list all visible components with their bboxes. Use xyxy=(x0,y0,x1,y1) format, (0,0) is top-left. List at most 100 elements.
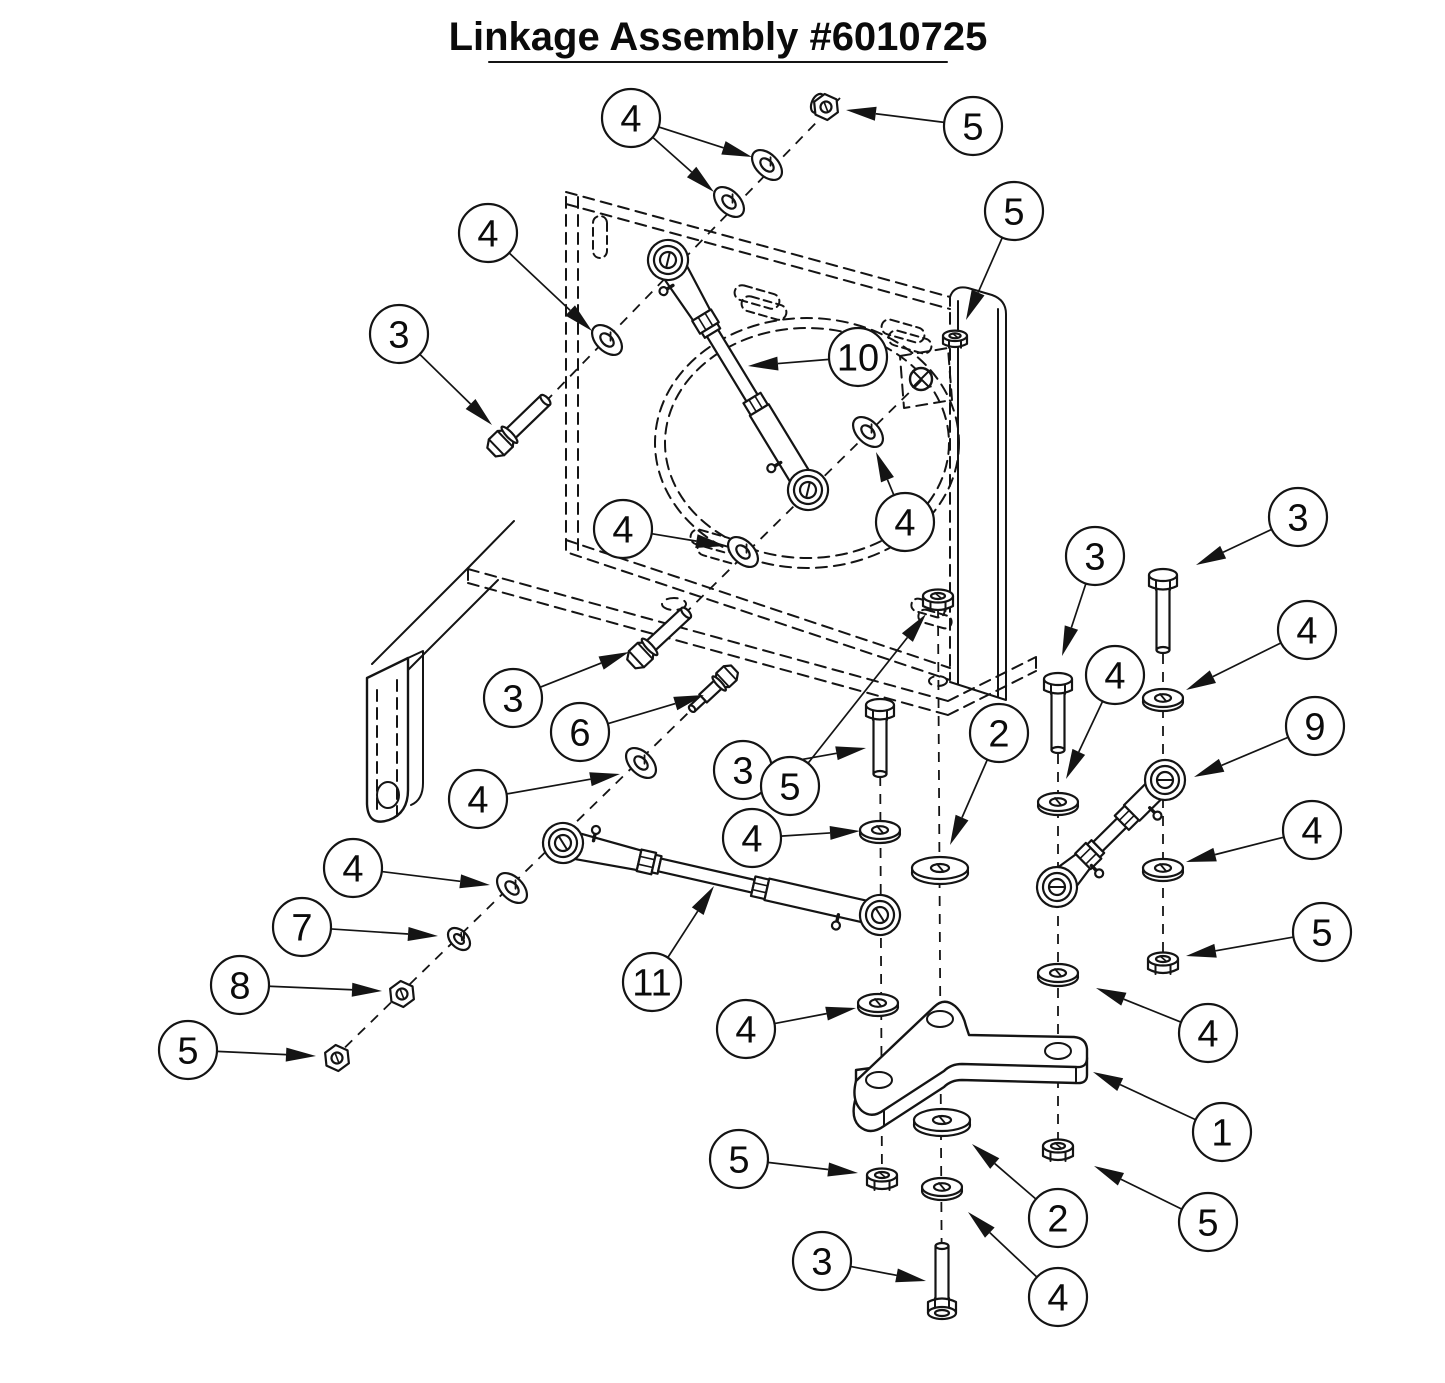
balloon-number: 4 xyxy=(612,510,633,552)
hex-bolt-item-3 xyxy=(486,393,552,458)
balloon-circle xyxy=(1281,799,1343,861)
balloon-item-4: 4 xyxy=(1281,799,1343,861)
grease-fitting xyxy=(830,920,842,931)
balloon-item-4: 4 xyxy=(322,837,384,899)
balloon-number: 11 xyxy=(632,963,671,1005)
leader-line xyxy=(506,778,591,795)
mount-plate-edge xyxy=(565,539,951,669)
leader-arrowhead xyxy=(351,982,382,997)
balloon-number: 3 xyxy=(502,679,523,721)
balloon-item-3: 3 xyxy=(368,303,430,365)
l-plate-hole xyxy=(1044,1042,1072,1060)
plate-slot xyxy=(592,215,608,259)
plate-slot xyxy=(733,284,781,310)
hex-nut-item-5 xyxy=(921,588,955,612)
leader-arrowhead xyxy=(598,652,629,670)
leader-arrowhead xyxy=(1062,625,1079,656)
leader-arrowhead xyxy=(1186,847,1217,862)
washer-item-4 xyxy=(495,871,529,905)
balloon-number: 2 xyxy=(988,714,1009,756)
leader-arrowhead xyxy=(1196,545,1227,565)
balloon-number: 4 xyxy=(894,503,915,545)
balloon-number: 5 xyxy=(1311,913,1332,955)
balloon-circle xyxy=(1267,486,1329,548)
leader-line xyxy=(777,358,830,365)
balloon-circle xyxy=(1191,1101,1253,1163)
balloon-number: 3 xyxy=(811,1242,832,1284)
leader-line xyxy=(419,353,472,405)
leader-arrowhead xyxy=(968,1212,995,1238)
balloon-item-1: 1 xyxy=(1191,1101,1253,1163)
receiver-side xyxy=(407,650,424,806)
balloon-circle xyxy=(968,702,1030,764)
leader-line xyxy=(850,1265,897,1277)
washer-item-4 xyxy=(851,415,885,449)
base-plate xyxy=(467,582,949,716)
leader-line xyxy=(1078,700,1104,753)
leader-arrowhead xyxy=(1186,670,1216,690)
leader-arrowhead xyxy=(895,1268,926,1283)
balloon-item-3: 3 xyxy=(482,667,544,729)
leader-arrowhead xyxy=(1096,988,1127,1006)
leader-line xyxy=(381,870,461,883)
washer-item-4 xyxy=(624,746,658,780)
balloon-item-4: 4 xyxy=(600,87,662,149)
hex-bolt-item-3 xyxy=(864,697,896,779)
balloon-item-4: 4 xyxy=(1027,1266,1089,1328)
balloon-number: 4 xyxy=(1047,1278,1068,1320)
leader-arrowhead xyxy=(846,106,877,121)
mount-plate-face xyxy=(565,191,951,681)
l-plate-hole xyxy=(865,1071,893,1089)
leader-line xyxy=(607,702,676,725)
balloon-circle xyxy=(1276,599,1338,661)
balloon-number: 9 xyxy=(1304,707,1325,749)
leader-arrowhead xyxy=(1093,1072,1124,1091)
shoulder-bolt-item-6 xyxy=(687,664,740,714)
leader-arrowhead xyxy=(827,1162,858,1177)
balloon-number: 3 xyxy=(388,315,409,357)
leader-arrowhead xyxy=(901,614,926,642)
balloon-item-5: 5 xyxy=(759,755,821,817)
leader-line xyxy=(651,532,697,542)
balloon-circle xyxy=(271,896,333,958)
leader-line xyxy=(977,237,1004,293)
hex-nut-item-5 xyxy=(1146,951,1180,975)
grease-fitting xyxy=(1094,868,1105,879)
leader-arrowhead xyxy=(966,289,985,320)
plate-slot xyxy=(917,608,953,630)
leader-line xyxy=(961,759,989,818)
washer-item-4 xyxy=(712,185,746,219)
bracket-structure xyxy=(365,191,1037,823)
balloon-circle xyxy=(1064,525,1126,587)
balloon-item-4: 4 xyxy=(721,807,783,869)
leader-line xyxy=(539,662,602,689)
balloon-circle xyxy=(1177,1191,1239,1253)
washer-item-2 xyxy=(910,855,970,886)
balloon-item-4: 4 xyxy=(592,498,654,560)
washer-item-2 xyxy=(912,1107,972,1138)
plate-slot xyxy=(880,318,926,344)
callout-leaders xyxy=(216,106,1294,1283)
balloon-number: 7 xyxy=(291,908,312,950)
rod-end-linkage-item-11 xyxy=(541,821,902,937)
hex-nut xyxy=(389,979,415,1009)
balloon-number: 2 xyxy=(1047,1199,1068,1241)
balloon-circle xyxy=(759,755,821,817)
pocket-outline xyxy=(899,347,953,409)
balloon-item-5: 5 xyxy=(1177,1191,1239,1253)
balloon-number: 4 xyxy=(1301,811,1322,853)
balloon-number: 10 xyxy=(837,338,879,380)
balloon-circle xyxy=(715,998,777,1060)
balloon-number: 6 xyxy=(569,713,590,755)
balloon-item-4: 4 xyxy=(1177,1002,1239,1064)
balloon-circle xyxy=(827,326,889,388)
balloon-item-4: 4 xyxy=(457,202,519,264)
balloon-circle xyxy=(157,1019,219,1081)
washer-item-4 xyxy=(1141,687,1185,713)
leader-line xyxy=(1119,1083,1197,1121)
balloon-item-4: 4 xyxy=(447,768,509,830)
l-plate-item-1 xyxy=(852,1000,1089,1133)
base-shelf-edge xyxy=(467,520,515,569)
leader-arrowhead xyxy=(1186,943,1217,958)
balloon-circle xyxy=(368,303,430,365)
